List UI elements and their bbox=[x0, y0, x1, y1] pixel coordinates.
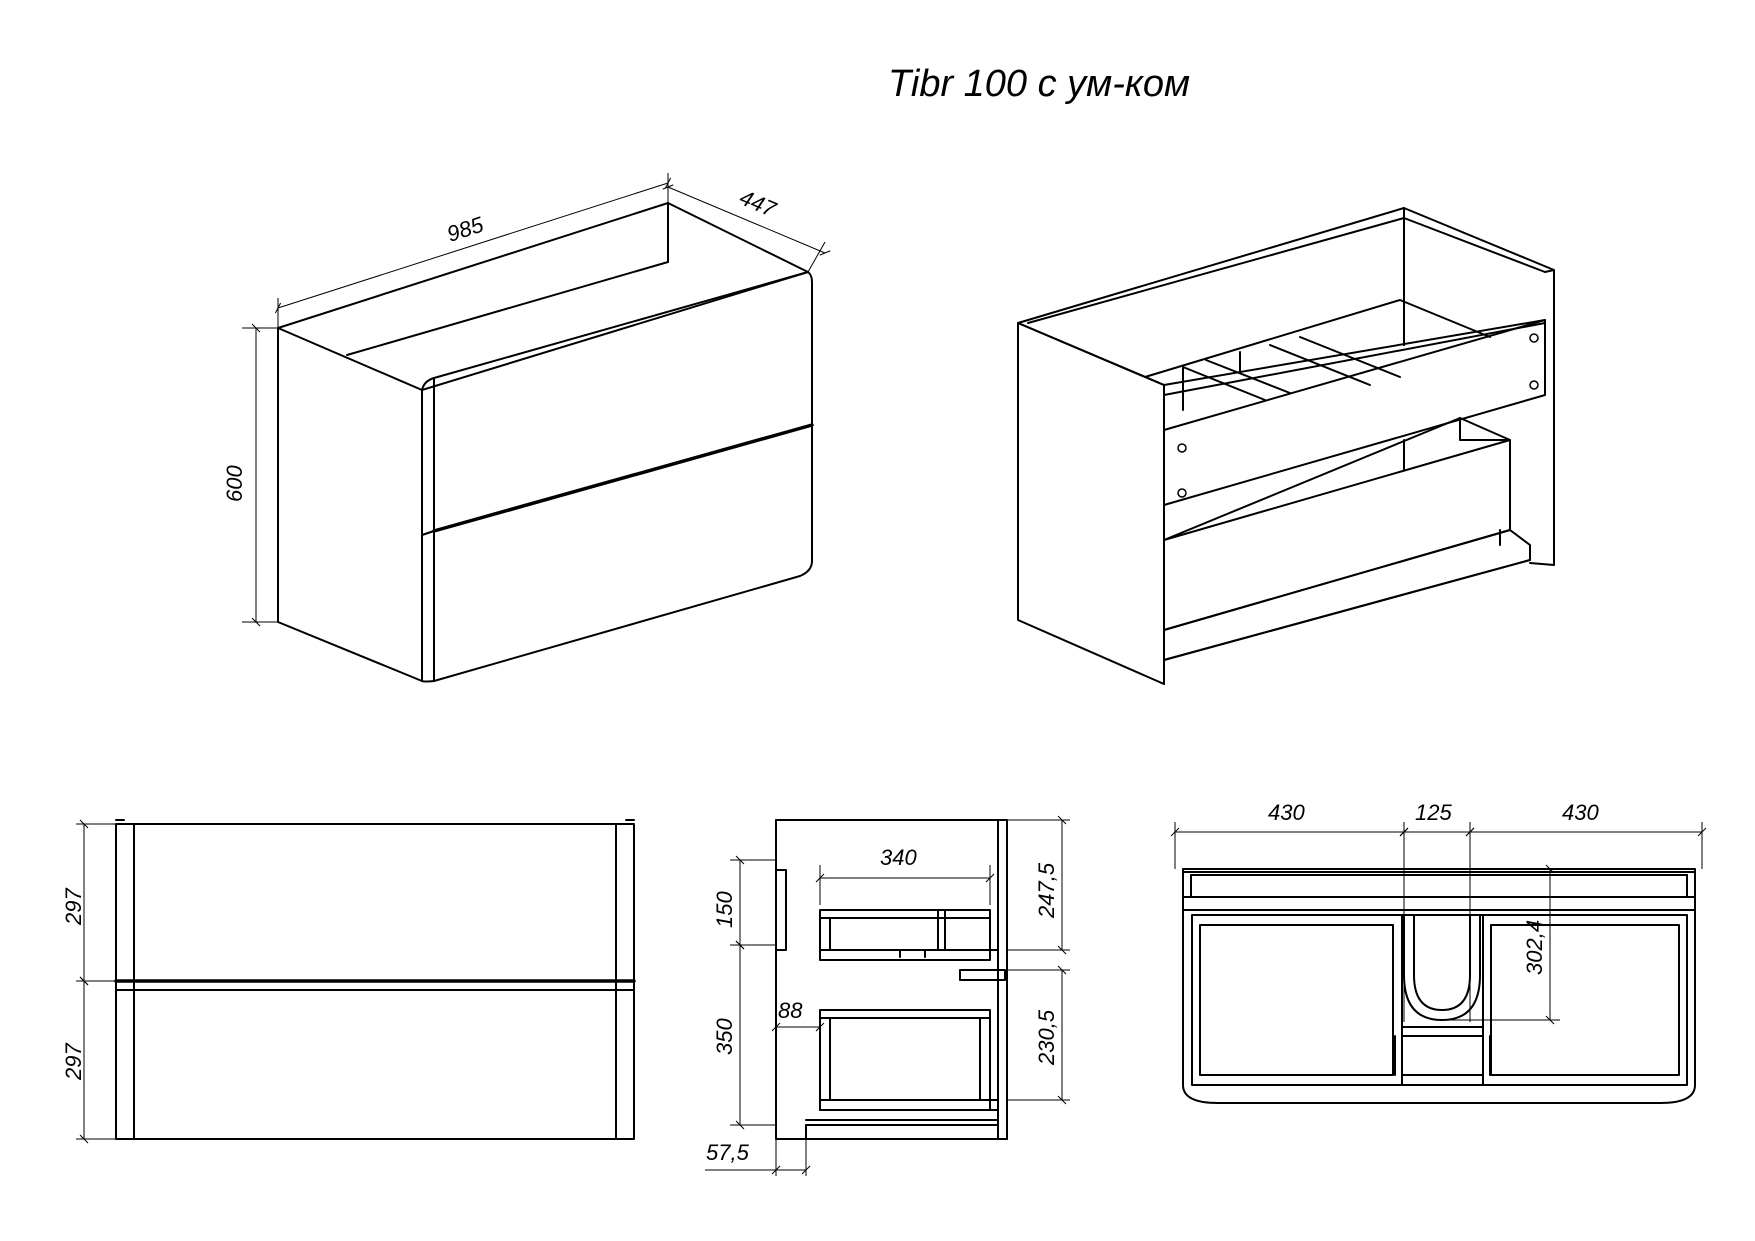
dim-side-offset-88: 88 bbox=[778, 998, 803, 1023]
dim-side-handle: 150 bbox=[712, 891, 737, 928]
dim-top-right: 430 bbox=[1562, 800, 1599, 825]
dim-side-upper-drawer: 247,5 bbox=[1034, 862, 1059, 919]
dim-front-lower: 297 bbox=[61, 1043, 86, 1081]
side-dim-lines bbox=[705, 815, 1070, 1176]
dim-iso-height: 600 bbox=[222, 465, 247, 502]
dim-iso-depth: 447 bbox=[736, 185, 780, 223]
dim-top-cutout-depth: 302,4 bbox=[1522, 920, 1547, 975]
dim-side-offset-57: 57,5 bbox=[706, 1140, 750, 1165]
top-dim-lines bbox=[1170, 822, 1707, 1025]
iso-dim-lines bbox=[242, 173, 831, 627]
hole-icon bbox=[1529, 333, 1539, 343]
side-section-view bbox=[775, 819, 1008, 1140]
dim-side-lower-drawer: 230,5 bbox=[1034, 1009, 1059, 1066]
dim-top-left: 430 bbox=[1268, 800, 1305, 825]
dim-side-lower-section: 350 bbox=[712, 1018, 737, 1055]
dim-top-middle: 125 bbox=[1415, 800, 1452, 825]
dim-front-upper: 297 bbox=[61, 888, 86, 926]
front-dim-lines bbox=[76, 819, 116, 1144]
dim-side-inner-depth: 340 bbox=[880, 845, 917, 870]
iso-view-closed bbox=[277, 202, 814, 683]
dim-iso-width: 985 bbox=[444, 211, 487, 246]
front-view bbox=[114, 819, 636, 1140]
iso-view-open bbox=[1017, 207, 1555, 685]
hole-icon bbox=[1529, 380, 1539, 390]
hole-icon bbox=[1177, 488, 1187, 498]
drawing-title: Tibr 100 с ум-ком bbox=[888, 63, 1190, 105]
top-view bbox=[1182, 868, 1696, 1104]
hole-icon bbox=[1177, 443, 1187, 453]
